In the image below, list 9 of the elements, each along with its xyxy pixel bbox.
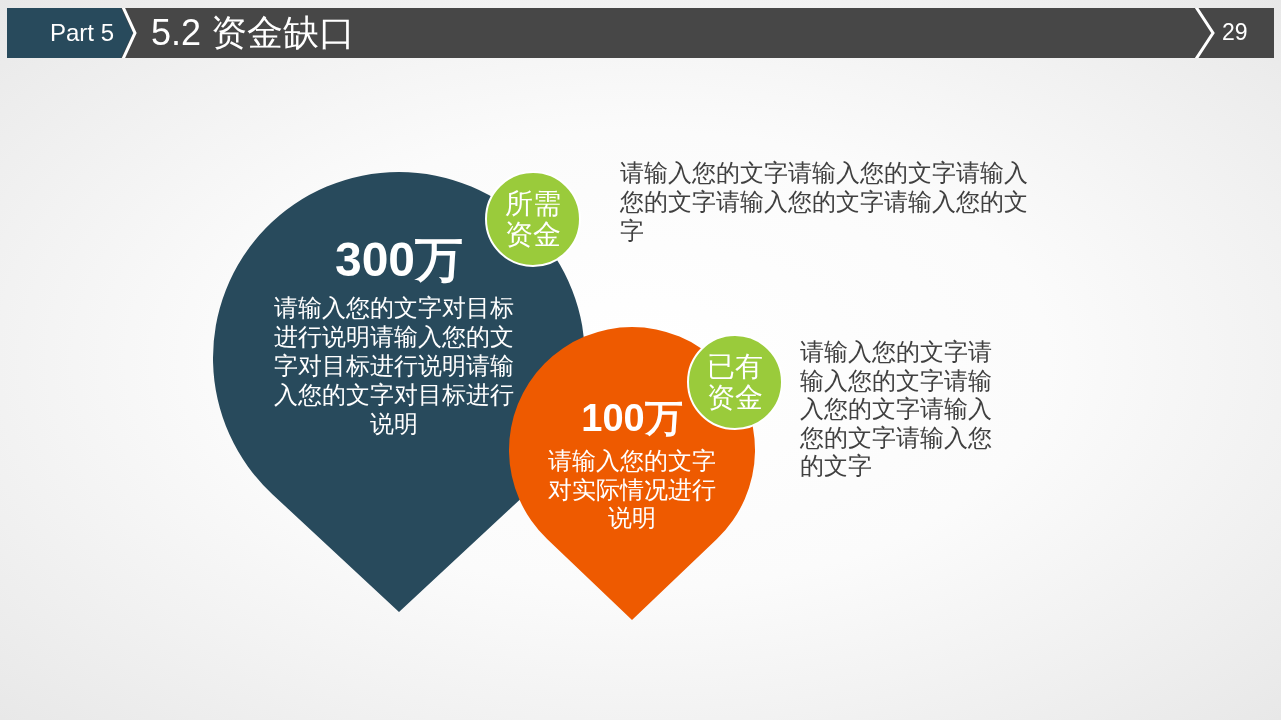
pin-description: 请输入您的文字对实际情况进行说明 xyxy=(547,447,717,533)
description-text: 请输入您的文字请输入您的文字请输入您的文字请输入您的文字请输入您的文字 xyxy=(800,338,993,481)
section-label: Part 5 xyxy=(50,18,115,48)
description-text: 请输入您的文字请输入您的文字请输入您的文字请输入您的文字请输入您的文字 xyxy=(620,158,1029,245)
amount-value: 100万 xyxy=(581,396,683,440)
amount-value: 300万 xyxy=(334,234,464,286)
pin-description: 请输入您的文字对目标进行说明请输入您的文字对目标进行说明请输入您的文字对目标进行说明 xyxy=(273,293,515,438)
page-number: 29 xyxy=(1222,18,1248,46)
slide-title: 5.2 资金缺口 xyxy=(151,11,356,55)
